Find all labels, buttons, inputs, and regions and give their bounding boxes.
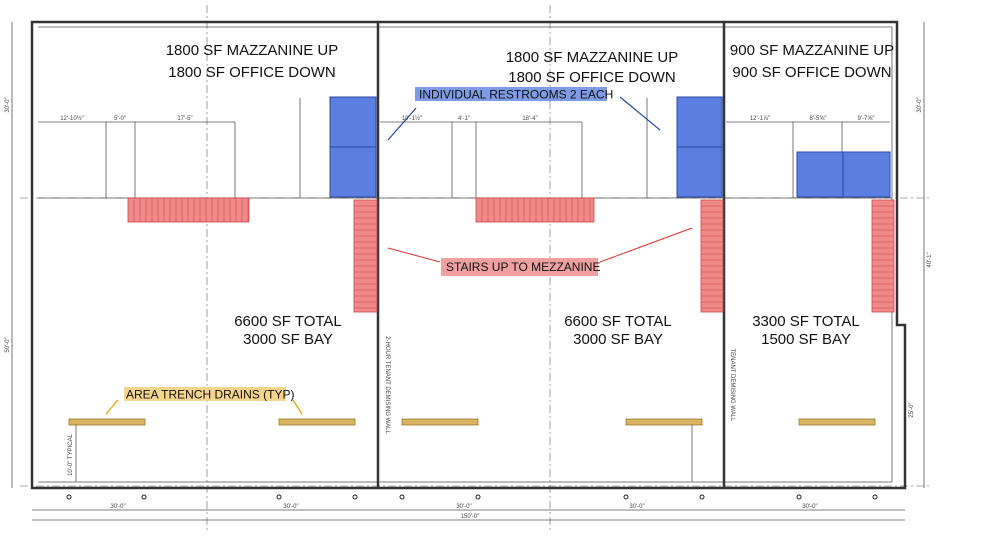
unit2-bay: 3000 SF BAY bbox=[573, 331, 663, 348]
unit2-mezzanine: 1800 SF MAZZANINE UP bbox=[506, 49, 679, 66]
dimension-label: 5'-0" bbox=[114, 116, 126, 122]
unit1-bay: 3000 SF BAY bbox=[243, 331, 333, 348]
overall-dimension: 150'-0" bbox=[461, 514, 480, 520]
bollard bbox=[352, 494, 358, 500]
arrow-icon bbox=[619, 96, 661, 131]
unit2-office: 1800 SF OFFICE DOWN bbox=[508, 69, 676, 86]
side-dimension: 50'-0" bbox=[5, 337, 11, 352]
dimension-label: 9'-7⅝" bbox=[858, 116, 875, 122]
bollards bbox=[66, 494, 878, 500]
stair bbox=[353, 199, 378, 313]
bollard bbox=[475, 494, 481, 500]
arrow-icon bbox=[599, 227, 693, 263]
bay-dimension: 30'-0" bbox=[283, 504, 298, 510]
stairs-callout-box bbox=[441, 258, 598, 276]
unit1-mezzanine: 1800 SF MAZZANINE UP bbox=[166, 42, 339, 59]
unit3-bay: 1500 SF BAY bbox=[761, 331, 851, 348]
trench-drain bbox=[625, 418, 703, 426]
unit3-office: 900 SF OFFICE DOWN bbox=[732, 64, 891, 81]
bollard bbox=[399, 494, 405, 500]
stair bbox=[127, 197, 250, 223]
bay-dimension: 30'-0" bbox=[802, 504, 817, 510]
bollard bbox=[623, 494, 629, 500]
bay-dimension: 30'-0" bbox=[110, 504, 125, 510]
restrooms bbox=[329, 96, 891, 198]
side-dimension: 30'-0" bbox=[917, 97, 923, 112]
bollard bbox=[872, 494, 878, 500]
unit1-total: 6600 SF TOTAL bbox=[234, 313, 342, 330]
office-dimensions bbox=[38, 98, 890, 198]
unit2-total: 6600 SF TOTAL bbox=[564, 313, 672, 330]
bollard bbox=[796, 494, 802, 500]
demising-wall-label: 2-HOUR TENANT DEMISING WALL bbox=[384, 336, 390, 434]
dimension-label: 18'-4" bbox=[522, 116, 537, 122]
dimension-label: 12'-1⅞" bbox=[750, 116, 770, 122]
bollard bbox=[66, 494, 72, 500]
exterior-wall bbox=[30, 20, 907, 490]
stair bbox=[871, 199, 895, 313]
arrow-icon bbox=[105, 399, 119, 415]
trench-drains bbox=[68, 418, 876, 426]
dimension-label: 10'-1½" bbox=[402, 115, 422, 122]
stairs-callout: STAIRS UP TO MEZZANINE bbox=[446, 260, 600, 274]
bollard bbox=[141, 494, 147, 500]
trench-drain bbox=[798, 418, 876, 426]
bollard bbox=[699, 494, 705, 500]
dimension-label: 8'-5⅝" bbox=[810, 116, 827, 122]
trench-drain bbox=[401, 418, 479, 426]
arrow-icon bbox=[387, 107, 417, 141]
dimension-label: 17'-5" bbox=[177, 116, 192, 122]
demising-wall-label: TENANT DEMISING WALL bbox=[729, 348, 735, 422]
stair bbox=[700, 199, 724, 313]
stairs bbox=[127, 197, 895, 313]
trench-drain bbox=[278, 418, 356, 426]
arrow-icon bbox=[387, 247, 441, 263]
bay-dimension: 30'-0" bbox=[629, 504, 644, 510]
restrooms-callout-box bbox=[415, 87, 607, 101]
unit3-total: 3300 SF TOTAL bbox=[752, 313, 860, 330]
unit1-office: 1800 SF OFFICE DOWN bbox=[168, 64, 336, 81]
bay-dimension: 30'-0" bbox=[456, 504, 471, 510]
bollard bbox=[276, 494, 282, 500]
side-dimension: 30'-0" bbox=[5, 97, 11, 112]
side-dimension: 40'-1" bbox=[927, 252, 933, 267]
drains-callout-box bbox=[124, 387, 286, 401]
restrooms-callout: INDIVIDUAL RESTROOMS 2 EACH bbox=[419, 88, 613, 102]
dimension-label: 10'-0" TYPICAL bbox=[68, 433, 74, 476]
stair bbox=[475, 197, 595, 223]
side-dimension: 25'-0" bbox=[909, 402, 915, 417]
unit3-mezzanine: 900 SF MAZZANINE UP bbox=[730, 42, 894, 59]
dimension-label: 4'-1" bbox=[458, 116, 470, 122]
dimension-label: 12'-10½" bbox=[60, 115, 84, 122]
drains-callout: AREA TRENCH DRAINS (TYP) bbox=[126, 388, 294, 402]
arrow-icon bbox=[292, 399, 303, 415]
trench-drain bbox=[68, 418, 146, 426]
